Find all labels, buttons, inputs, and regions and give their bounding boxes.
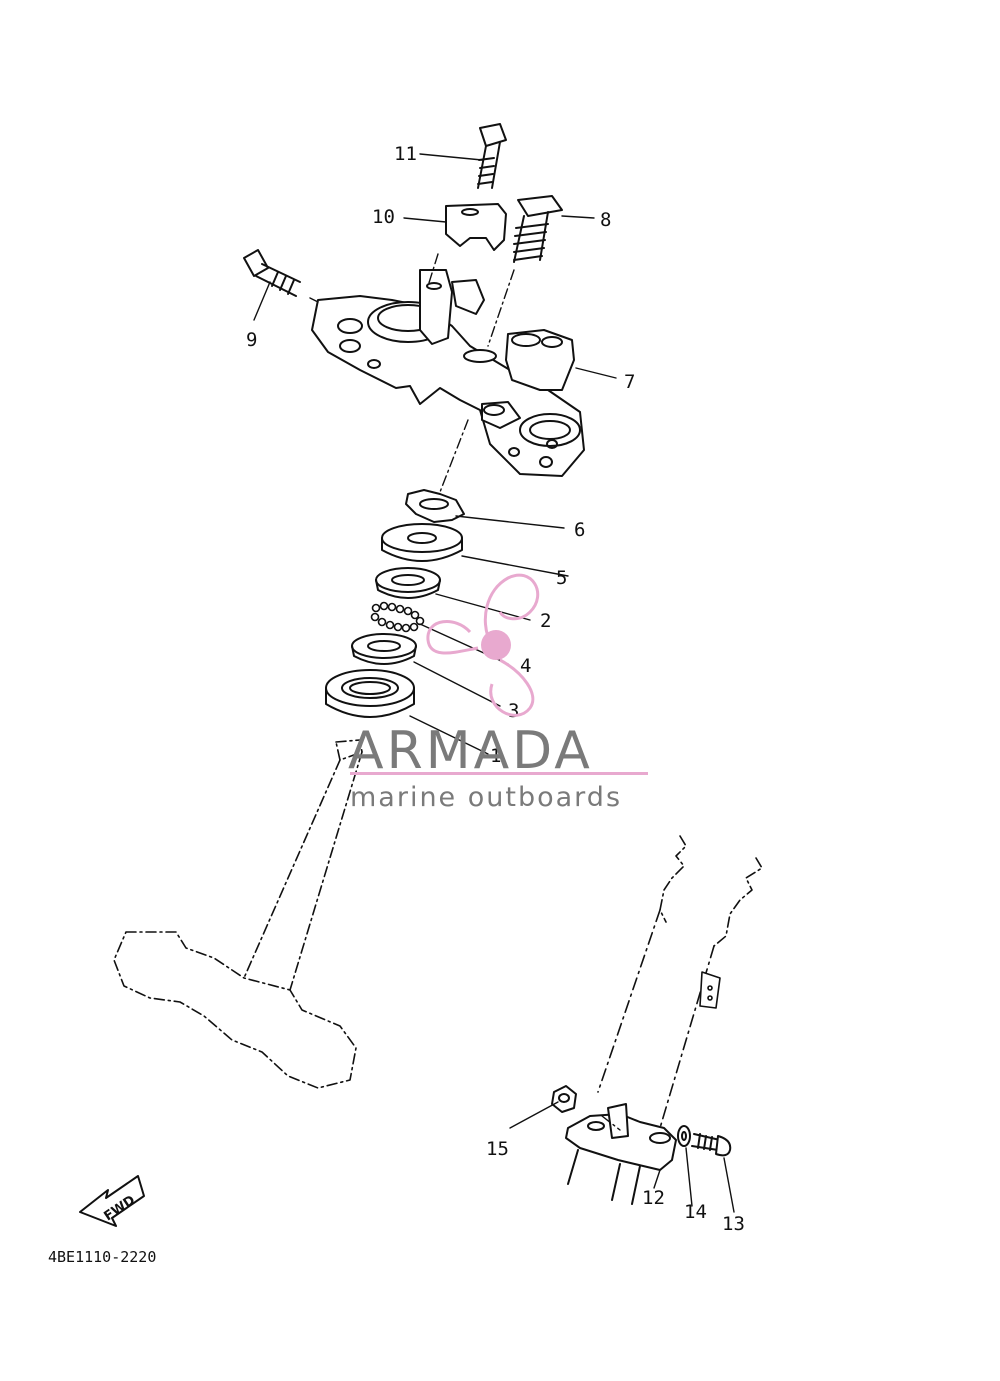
part-1-bearing [325, 669, 415, 718]
callout-2: 2 [540, 610, 551, 632]
propeller-hub [481, 630, 511, 660]
callout-5: 5 [556, 567, 567, 589]
callout-14: 14 [684, 1201, 707, 1223]
callout-13: 13 [722, 1213, 745, 1235]
part-2-race [375, 567, 441, 599]
part-8-bolt [513, 195, 563, 263]
drawing-code: 4BE1110-2220 [48, 1248, 156, 1266]
part-4-balls [370, 601, 425, 633]
brand-name: ARMADA [348, 721, 593, 781]
armada-watermark: ARMADA marine outboards [348, 573, 648, 813]
fork-tubes-phantom [597, 835, 763, 1129]
part-6-ring-nut [405, 489, 465, 523]
callout-labels: 1 2 3 4 5 6 7 8 9 10 11 12 13 14 15 [246, 143, 745, 1235]
part-15-nut [551, 1085, 577, 1113]
assembly-lines [309, 253, 621, 1131]
fwd-arrow-icon: FWD [79, 1175, 145, 1227]
brand-divider [350, 772, 648, 775]
callout-11: 11 [394, 143, 417, 165]
part-10-holder-cap [445, 203, 507, 251]
part-13-bolt [691, 1133, 732, 1157]
callout-1: 1 [490, 745, 501, 767]
callout-12: 12 [642, 1187, 665, 1209]
callout-7: 7 [624, 371, 635, 393]
callout-4: 4 [520, 655, 531, 677]
part-12-lower-bracket [565, 1103, 677, 1205]
callout-8: 8 [600, 209, 611, 231]
callout-3: 3 [508, 700, 519, 722]
callout-15: 15 [486, 1138, 509, 1160]
callout-6: 6 [574, 519, 585, 541]
brand-tagline: marine outboards [350, 782, 622, 813]
propeller-logo-icon [426, 573, 540, 717]
part-7-upper-bracket [311, 269, 585, 477]
part-14-washer [677, 1125, 691, 1147]
part-11-bolt [477, 123, 507, 189]
steering-stem-phantom [113, 739, 363, 1089]
part-3-race [351, 633, 417, 665]
callout-10: 10 [372, 206, 395, 228]
part-9-bolt [243, 249, 301, 297]
callout-9: 9 [246, 329, 257, 351]
part-5-cover [381, 523, 463, 562]
